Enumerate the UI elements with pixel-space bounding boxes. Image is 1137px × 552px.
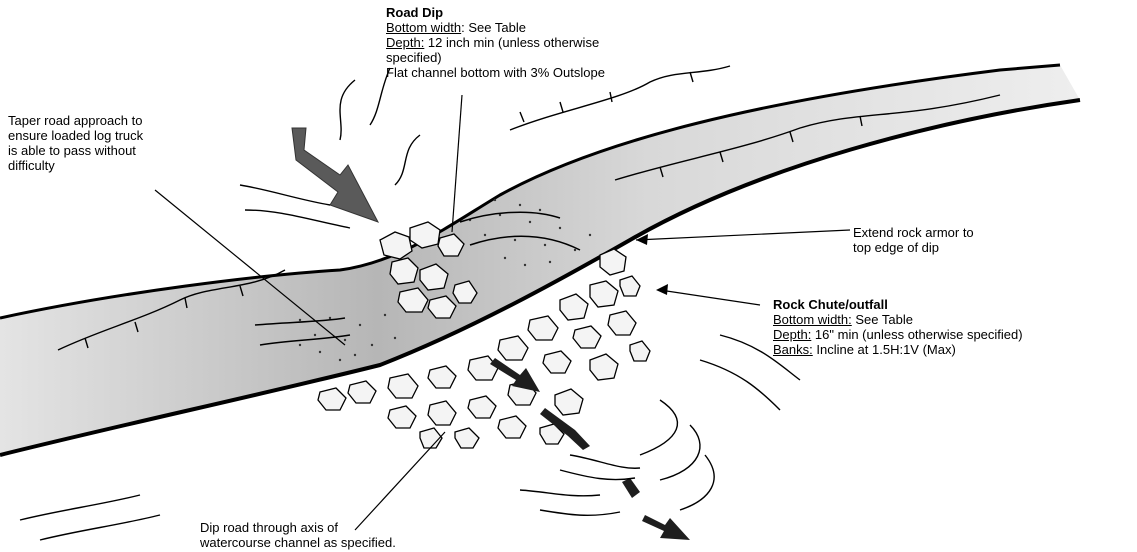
rock-chute-bottom-width-label: Bottom width:	[773, 312, 852, 327]
road-dip-depth-label: Depth:	[386, 35, 424, 50]
dip-road-note: Dip road through axis of watercourse cha…	[200, 520, 396, 550]
extend-note-line-1: Extend rock armor to	[853, 225, 974, 240]
extend-note-line-2: top edge of dip	[853, 240, 974, 255]
road-dip-title: Road Dip	[386, 5, 443, 20]
rock-chute-title: Rock Chute/outfall	[773, 297, 888, 312]
road-dip-bottom-width-value: : See Table	[461, 20, 526, 35]
taper-note-line-2: ensure loaded log truck	[8, 128, 143, 143]
taper-note-line-1: Taper road approach to	[8, 113, 143, 128]
extend-rock-armor-note: Extend rock armor to top edge of dip	[853, 225, 974, 255]
rock-chute-bottom-width-value: See Table	[852, 312, 913, 327]
rock-chute-banks-label: Banks:	[773, 342, 813, 357]
rock-chute-banks-value: Incline at 1.5H:1V (Max)	[813, 342, 956, 357]
taper-note-line-3: is able to pass without	[8, 143, 143, 158]
road-dip-depth-value: 12 inch min (unless otherwise	[424, 35, 599, 50]
taper-note-line-4: difficulty	[8, 158, 143, 173]
rock-chute-depth-value: 16" min (unless otherwise specified)	[811, 327, 1022, 342]
road-dip-channel-note: Flat channel bottom with 3% Outslope	[386, 65, 605, 80]
taper-road-note: Taper road approach to ensure loaded log…	[8, 113, 143, 173]
road-dip-bottom-width-label: Bottom width	[386, 20, 461, 35]
outflow-arrow-4	[642, 515, 690, 540]
dip-road-note-line-1: Dip road through axis of	[200, 520, 396, 535]
road-surface	[0, 65, 1080, 455]
road-dip-depth-value-2: specified)	[386, 50, 605, 65]
dip-road-note-line-2: watercourse channel as specified.	[200, 535, 396, 550]
inflow-arrow	[292, 128, 378, 222]
leader-arrowheads	[636, 234, 668, 295]
rock-chute-depth-label: Depth:	[773, 327, 811, 342]
outflow-arrow-3	[622, 478, 640, 498]
road-dip-label: Road Dip Bottom width: See Table Depth: …	[386, 5, 605, 80]
rock-chute-label: Rock Chute/outfall Bottom width: See Tab…	[773, 297, 1023, 357]
